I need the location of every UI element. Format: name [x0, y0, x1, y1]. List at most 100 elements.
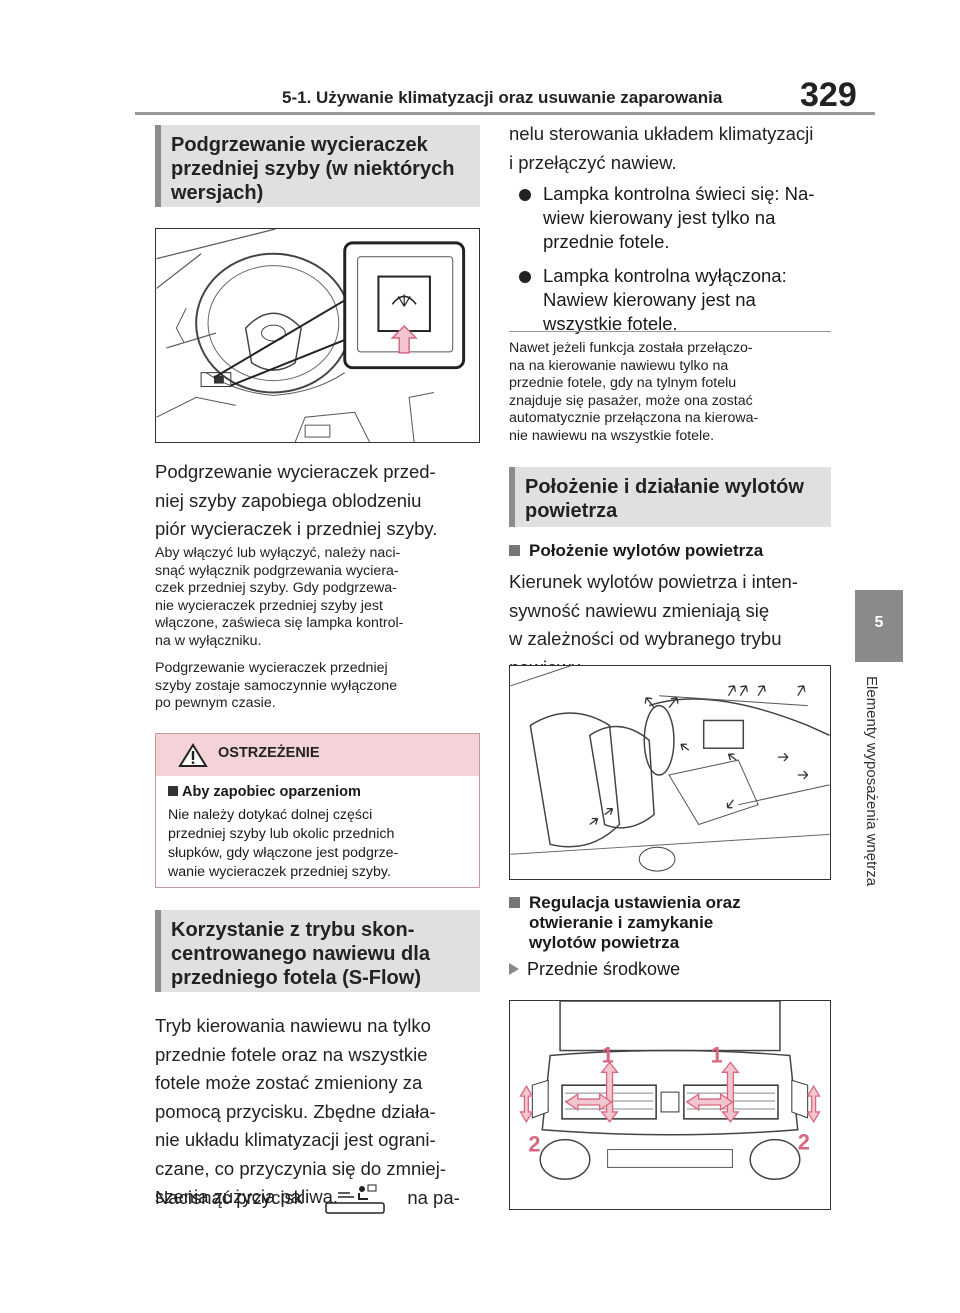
text-line: czek przedniej szyby. Gdy podgrzewa-	[155, 580, 397, 596]
text-line: znajduje się pasażer, może ona zostać	[509, 392, 753, 409]
subhead-text: otwieranie i zamykanie	[529, 913, 714, 932]
heading-line: przedniej szyby (w niektórych	[171, 158, 455, 180]
subhead-outlet-location: Położenie wylotów powietrza	[509, 541, 839, 561]
indicator-bullets: Lampka kontrolna świeci się: Na- wiew ki…	[519, 182, 839, 336]
square-bullet-icon	[509, 545, 520, 556]
warning-header: OSTRZEŻENIE	[156, 734, 479, 776]
header-rule	[135, 112, 875, 115]
text-line: wszystkie fotele.	[543, 313, 678, 334]
text-line: nie nawiewu na wszystkie fotele.	[509, 427, 715, 444]
page-number: 329	[800, 76, 857, 114]
para-s-flow: Tryb kierowania nawiewu na tylko przedni…	[155, 1012, 480, 1212]
triangle-bullet-icon	[509, 963, 519, 975]
heading-line: centrowanego nawiewu dla	[171, 943, 430, 965]
text-line: przednie fotele.	[543, 231, 670, 252]
heading-line: przedniego fotela (S-Flow)	[171, 967, 421, 989]
text-line: na w wyłączniku.	[155, 632, 262, 649]
warning-body: Nie należy dotykać dolnej części przedni…	[168, 806, 473, 882]
warning-title: OSTRZEŻENIE	[218, 745, 320, 761]
center-vents-drawing: 1 1 2 2	[519, 1001, 821, 1181]
text-line: Nawet jeżeli funkcja została przełączo-	[509, 340, 753, 356]
text-line: nelu sterowania układem klimatyzacji	[509, 123, 814, 144]
para-wiper-heating: Podgrzewanie wycieraczek przed- niej szy…	[155, 458, 480, 544]
para-continued: nelu sterowania układem klimatyzacji i p…	[509, 120, 839, 177]
subhead-outlet-adjust: Regulacja ustawienia oraz otwieranie i z…	[509, 893, 839, 953]
text-line: i przełączyć nawiew.	[509, 151, 677, 173]
subhead-text: Położenie wylotów powietrza	[529, 541, 764, 560]
text-line: przednie fotele, gdy na tylnym fotelu	[509, 375, 737, 391]
dashboard-illustration	[155, 228, 480, 443]
heading-line: powietrza	[525, 500, 618, 522]
running-header: 5-1. Używanie klimatyzacji oraz usuwanie…	[282, 88, 723, 107]
warning-icon	[178, 743, 208, 767]
warning-box: OSTRZEŻENIE Aby zapobiec oparzeniom Nie …	[155, 733, 480, 888]
text-line: pomocą przycisku. Zbędne działa-	[155, 1100, 436, 1122]
text-line: w zależności od wybranego trybu	[509, 628, 782, 649]
heading-air-outlets: Położenie i działanie wylotów powietrza	[509, 467, 831, 527]
center-vents-illustration: 1 1 2 2	[509, 1000, 831, 1210]
chapter-tab: 5	[855, 590, 903, 662]
text-line: szyby zostaje samoczynnie wyłączone	[155, 677, 398, 694]
bullet-lamp-on: Lampka kontrolna świeci się: Na- wiew ki…	[519, 182, 839, 254]
heading-line: Korzystanie z trybu skon-	[171, 919, 415, 941]
text-line: automatycznie przełączona na kierowa-	[509, 410, 759, 426]
chapter-label: Elementy wyposażenia wnętrza	[863, 676, 880, 887]
bullet-lamp-off: Lampka kontrolna wyłączona: Nawiew kiero…	[519, 264, 839, 336]
text-fragment: na pa-	[407, 1186, 460, 1208]
text-line: Nawiew kierowany jest na	[543, 289, 756, 310]
callout-1-right: 1	[711, 1042, 723, 1067]
heading-wiper-heating: Podgrzewanie wycieraczek przedniej szyby…	[155, 125, 480, 207]
text-line: na na kierowanie nawiewu tylko na	[509, 357, 729, 374]
warning-subtitle: Aby zapobiec oparzeniom	[168, 784, 361, 800]
bullet-dot-icon	[519, 189, 531, 201]
text-line: wanie wycieraczek przedniej szyby.	[168, 864, 391, 880]
text-line: Lampka kontrolna wyłączona:	[543, 265, 787, 286]
callout-2-left: 2	[528, 1132, 540, 1157]
text-line: Podgrzewanie wycieraczek przedniej	[155, 660, 388, 676]
subhead-text: Regulacja ustawienia oraz	[529, 893, 741, 912]
text-line: Aby włączyć lub wyłączyć, należy naci-	[155, 545, 401, 561]
chapter-number: 5	[874, 614, 884, 631]
text-line: włączone, zaświeca się lampka kontrol-	[155, 615, 404, 631]
heading-s-flow: Korzystanie z trybu skon- centrowanego n…	[155, 910, 480, 992]
text-line: niej szyby zapobiega oblodzeniu	[155, 489, 422, 511]
text-line: Podgrzewanie wycieraczek przed-	[155, 461, 436, 482]
square-bullet-icon	[509, 897, 520, 908]
text-line: Nie należy dotykać dolnej części	[168, 807, 373, 823]
text-line: nie wycieraczek przedniej szyby jest	[155, 597, 383, 614]
text-line: przednie fotele oraz na wszystkie	[155, 1043, 428, 1065]
callout-1-left: 1	[602, 1042, 614, 1067]
s-flow-button-icon	[325, 1184, 385, 1214]
item-text: Przednie środkowe	[527, 959, 681, 979]
heading-line: Podgrzewanie wycieraczek	[171, 134, 428, 156]
cabin-drawing	[510, 666, 830, 872]
dashboard-drawing	[156, 229, 466, 442]
bullet-dot-icon	[519, 271, 531, 283]
square-bullet-icon	[168, 786, 178, 796]
text-line: sywność nawiewu zmieniają się	[509, 599, 770, 621]
item-front-center: Przednie środkowe	[509, 959, 680, 980]
note-rear-passenger: Nawet jeżeli funkcja została przełączo- …	[509, 340, 839, 445]
note-wiper-switch: Aby włączyć lub wyłączyć, należy naci- s…	[155, 545, 480, 650]
subhead-text: wylotów powietrza	[529, 933, 680, 952]
text-fragment: Nacisnąć przycisk	[155, 1186, 304, 1208]
warning-subtitle-text: Aby zapobiec oparzeniom	[182, 784, 361, 800]
press-button-line: Nacisnąć przycisk na pa-	[155, 1183, 480, 1215]
text-line: piór wycieraczek i przedniej szyby.	[155, 518, 438, 539]
heading-line: wersjach)	[171, 182, 264, 204]
text-line: Lampka kontrolna świeci się: Na-	[543, 183, 815, 204]
text-line: Tryb kierowania nawiewu na tylko	[155, 1015, 431, 1036]
text-line: Kierunek wylotów powietrza i inten-	[509, 571, 798, 592]
text-line: fotele może zostać zmieniony za	[155, 1072, 423, 1093]
text-line: nie układu klimatyzacji jest ograni-	[155, 1129, 436, 1150]
heading-line: Położenie i działanie wylotów	[525, 476, 804, 498]
callout-2-right: 2	[798, 1130, 810, 1155]
cabin-airflow-illustration	[509, 665, 831, 880]
text-line: snąć wyłącznik podgrzewania wyciera-	[155, 562, 399, 579]
text-line: słupków, gdy włączone jest podgrze-	[168, 845, 399, 861]
text-line: wiew kierowany jest tylko na	[543, 207, 776, 228]
text-line: szenia zużycia paliwa.	[155, 1186, 339, 1207]
text-line: przedniej szyby lub okolic przednich	[168, 826, 395, 842]
text-line: czane, co przyczynia się do zmniej-	[155, 1157, 446, 1179]
divider-rule	[509, 331, 831, 332]
